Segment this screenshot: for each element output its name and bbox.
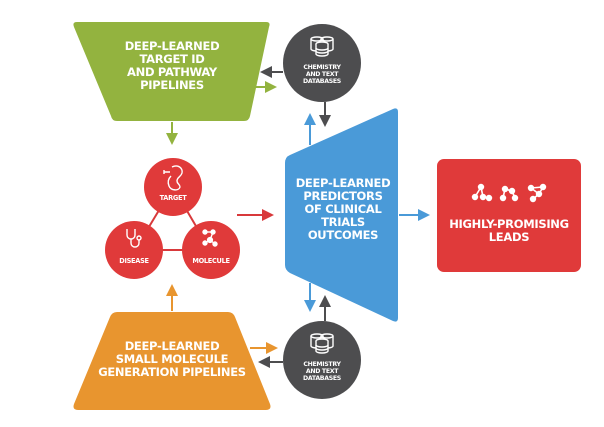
database-stack-icon xyxy=(310,333,334,354)
molecule-pipeline-line: GENERATION PIPELINES xyxy=(98,364,246,379)
databases-top-circle xyxy=(283,24,361,102)
predictor-line: DEEP-LEARNED xyxy=(295,176,391,190)
predictor-line: OF CLINICAL xyxy=(304,201,382,216)
databases-bottom-circle xyxy=(283,321,361,399)
databases-top-line: DATABASES xyxy=(303,78,341,86)
disease-label: DISEASE xyxy=(119,257,149,265)
target-label: TARGET xyxy=(159,194,187,202)
target-pipeline-line: PIPELINES xyxy=(140,77,204,92)
molecule-circle xyxy=(182,221,240,279)
databases-bottom-line: AND TEXT xyxy=(305,368,339,376)
stethoscope-icon xyxy=(126,229,142,248)
target-circle xyxy=(144,158,202,216)
databases-bottom-line: DATABASES xyxy=(303,375,341,383)
databases-bottom-line: CHEMISTRY xyxy=(303,361,341,368)
molecule-pipeline-line: DEEP-LEARNED xyxy=(124,339,220,353)
disease-circle xyxy=(105,221,163,279)
databases-top-line: CHEMISTRY xyxy=(303,64,341,71)
molecules-icon xyxy=(471,183,547,203)
molecule-label: MOLECULE xyxy=(192,257,230,265)
databases-top-label: CHEMISTRY AND TEXT DATABASES xyxy=(290,64,354,85)
databases-top-line: AND TEXT xyxy=(305,71,339,79)
predictor-line: TRIALS xyxy=(321,214,365,229)
target-pipeline-label: DEEP-LEARNED TARGET ID AND PATHWAY PIPEL… xyxy=(101,40,243,92)
molecule-pipeline-line: SMALL MOLECULE xyxy=(115,351,229,366)
target-pipeline-line: AND PATHWAY xyxy=(127,64,217,79)
target-pipeline-shape xyxy=(73,22,270,121)
target-pipeline-line: TARGET ID xyxy=(139,51,205,66)
leads-box-shape xyxy=(437,159,581,272)
molecule-icon xyxy=(202,229,218,247)
predictor-shape xyxy=(285,108,398,322)
leads-line: HIGHLY-PROMISING xyxy=(449,217,569,231)
target-pipeline-line: DEEP-LEARNED xyxy=(124,39,220,53)
kidney-organ-icon xyxy=(163,165,183,191)
leads-label: HIGHLY-PROMISING LEADS xyxy=(441,218,577,244)
leads-line: LEADS xyxy=(488,229,530,244)
database-stack-icon xyxy=(310,36,334,57)
predictor-line: PREDICTORS xyxy=(303,188,383,203)
predictor-line: OUTCOMES xyxy=(307,227,379,242)
predictor-label: DEEP-LEARNED PREDICTORS OF CLINICAL TRIA… xyxy=(287,177,399,241)
molecule-pipeline-shape xyxy=(73,312,271,410)
databases-bottom-label: CHEMISTRY AND TEXT DATABASES xyxy=(290,361,354,382)
molecule-pipeline-label: DEEP-LEARNED SMALL MOLECULE GENERATION P… xyxy=(81,340,263,379)
